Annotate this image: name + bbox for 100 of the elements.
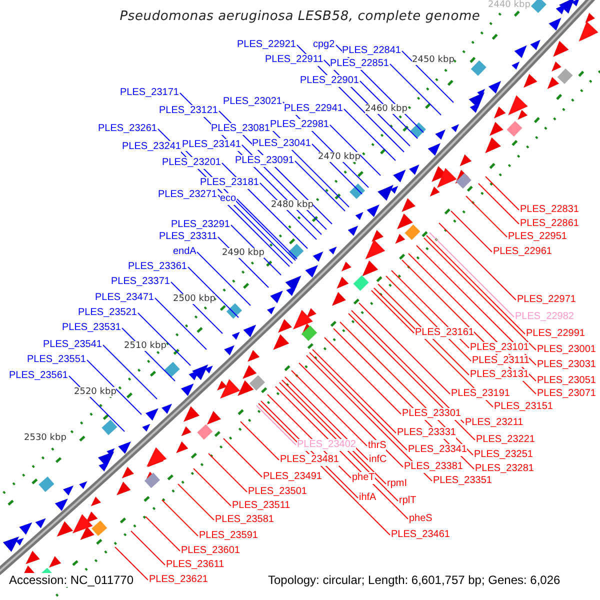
leader-line [306, 355, 432, 482]
scale-label: 2460 kbp [365, 104, 408, 114]
leader-line [270, 128, 350, 208]
gene-label: PLES_22982 [515, 311, 574, 323]
gene-label: PLES_22991 [526, 328, 585, 340]
gene-label: PLES_23271 [158, 189, 217, 201]
scale-label: 2490 kbp [222, 248, 264, 258]
leader-line [284, 376, 368, 460]
leader-line [182, 146, 296, 261]
leader-line [386, 276, 472, 362]
gene-label: PLES_23101 [470, 342, 529, 354]
leader-line [86, 360, 142, 415]
leader-line [178, 484, 214, 520]
leader-line [426, 235, 526, 334]
leader-line [330, 124, 381, 176]
gene-label: PLES_23371 [111, 276, 170, 288]
gene-label: PLES_23601 [181, 545, 240, 557]
leader-line [324, 337, 402, 414]
leader-line [374, 288, 494, 408]
leader-line [267, 394, 352, 478]
gene-label: PLES_23191 [451, 388, 510, 400]
leader-line [416, 245, 536, 366]
leader-line [402, 260, 536, 394]
leader-line [145, 516, 180, 552]
leader-line [218, 236, 269, 288]
gene-label: PLES_23341 [408, 444, 467, 456]
gene-label: eco [220, 193, 236, 205]
leader-line [466, 196, 508, 238]
gene-label: PLES_23361 [128, 261, 187, 273]
gene-label: PLES_23611 [166, 559, 224, 571]
scale-label: 2500 kbp [173, 294, 216, 304]
gene-label: pheS [409, 513, 432, 525]
leader-line [360, 80, 418, 139]
scale-label: 2510 kbp [124, 341, 166, 351]
gene-label: PLES_23351 [433, 475, 492, 487]
gene-label: PLES_23311 [159, 231, 218, 243]
gene-label: PLES_23151 [494, 401, 553, 413]
gene-label: PLES_23511 [232, 500, 290, 512]
gene-label: PLES_23501 [248, 486, 307, 498]
leader-line [358, 302, 450, 394]
gene-label: PLES_22961 [493, 246, 552, 258]
leader-line [291, 370, 368, 446]
leader-line [478, 183, 520, 224]
leader-line [279, 382, 398, 502]
gene-label: pheT [352, 472, 375, 484]
gene-label: PLES_23181 [200, 177, 259, 189]
gene-label: PLES_23171 [120, 87, 179, 99]
leader-line [68, 376, 125, 432]
leader-line [162, 500, 198, 536]
gene-label: PLES_23031 [537, 359, 596, 371]
leader-line [188, 266, 239, 318]
gene-label: PLES_23261 [98, 123, 157, 135]
leader-line [260, 182, 317, 240]
leader-line [378, 284, 470, 376]
leader-line [391, 270, 470, 348]
leader-line [222, 162, 308, 249]
leader-line [218, 110, 332, 224]
gene-label: PLES_23291 [171, 219, 230, 231]
gene-label: PLES_23301 [402, 408, 461, 420]
gene-label: PLES_23241 [122, 141, 181, 153]
leader-line [371, 290, 414, 334]
leader-line [130, 530, 166, 566]
gene-label: PLES_22841 [342, 45, 401, 57]
gene-label: PLES_22951 [508, 231, 567, 243]
gene-label: thrS [368, 440, 386, 452]
gene-label: PLES_22921 [237, 39, 296, 51]
gene-label: PLES_22861 [520, 218, 579, 230]
gene-label: PLES_23551 [27, 354, 86, 366]
gene-label: PLES_23091 [235, 155, 294, 167]
leader-line [223, 438, 262, 478]
leader-line [282, 102, 369, 188]
gene-label: PLES_22941 [284, 103, 343, 115]
leader-line [312, 144, 362, 194]
leader-line [402, 50, 454, 103]
gene-label: rplT [399, 495, 416, 507]
leader-line [408, 253, 536, 382]
leader-line [158, 128, 293, 264]
gene-label: PLES_23591 [199, 530, 258, 542]
gene-label: PLES_23561 [9, 370, 68, 382]
leader-line [180, 92, 322, 235]
gene-label: PLES_23481 [280, 454, 339, 466]
gene-label: PLES_23021 [223, 96, 282, 108]
leader-line [236, 198, 298, 260]
gene-label: PLES_23521 [78, 307, 137, 319]
gene-label: PLES_23071 [537, 388, 596, 400]
leader-line [218, 194, 290, 267]
leader-line [275, 386, 408, 520]
leader-line [485, 176, 520, 210]
genome-info-text: Topology: circular; Length: 6,601,757 bp; Genes: 6,026 [268, 573, 560, 587]
leader-line [348, 313, 476, 440]
gene-label: PLES_23331 [397, 427, 456, 439]
leader-line [122, 328, 176, 382]
gene-label: PLES_23461 [391, 529, 450, 541]
leader-line [333, 328, 474, 470]
gene-label: PLES_22831 [520, 204, 579, 216]
diagram-title: Pseudomonas aeruginosa LESB58, complete genome [118, 9, 482, 24]
leader-line [438, 222, 516, 300]
gene-label: PLES_23201 [162, 157, 221, 169]
leader-line [114, 546, 148, 580]
gene-label: PLES_23161 [415, 327, 474, 339]
